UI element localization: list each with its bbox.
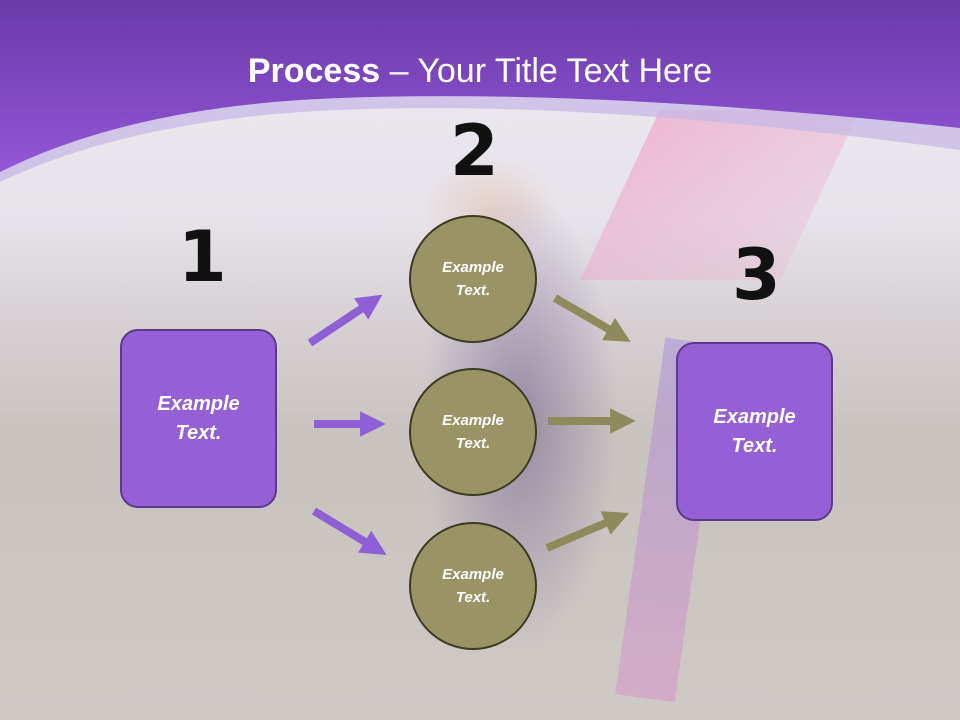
step-number-2: 2 — [450, 110, 499, 192]
circle-middle-line1: Example — [442, 411, 504, 429]
circle-middle-line2: Text. — [455, 435, 491, 452]
step-number-1: 1 — [178, 216, 227, 298]
circle-bottom-line1: Example — [442, 565, 504, 583]
circle-bottom-line2: Text. — [455, 589, 491, 606]
circle-top-line2: Text. — [455, 282, 491, 299]
step-2-circle-top[interactable]: Example Text. — [409, 215, 537, 343]
step-1-line1: Example — [157, 392, 240, 415]
title-rest: – Your Title Text Here — [380, 52, 713, 90]
arrow-to-bottom-circle — [311, 507, 387, 555]
step-1-line2: Text. — [175, 421, 222, 444]
arrow-bottom-to-step-3 — [545, 511, 630, 552]
step-2-circle-bottom[interactable]: Example Text. — [409, 522, 537, 650]
step-3-box[interactable]: Example Text. — [676, 342, 833, 521]
step-3-line1: Example — [713, 405, 796, 428]
step-3-line2: Text. — [731, 434, 778, 457]
title-bold: Process — [247, 52, 381, 90]
arrow-to-top-circle — [307, 294, 383, 347]
header-banner — [0, 0, 960, 182]
step-2-circle-middle[interactable]: Example Text. — [409, 368, 537, 496]
step-1-box[interactable]: Example Text. — [120, 329, 277, 508]
step-number-3: 3 — [732, 234, 781, 316]
page-title: Process – Your Title Text Here — [0, 52, 960, 91]
arrow-top-to-step-3 — [552, 294, 631, 342]
circle-top-line1: Example — [442, 258, 504, 276]
